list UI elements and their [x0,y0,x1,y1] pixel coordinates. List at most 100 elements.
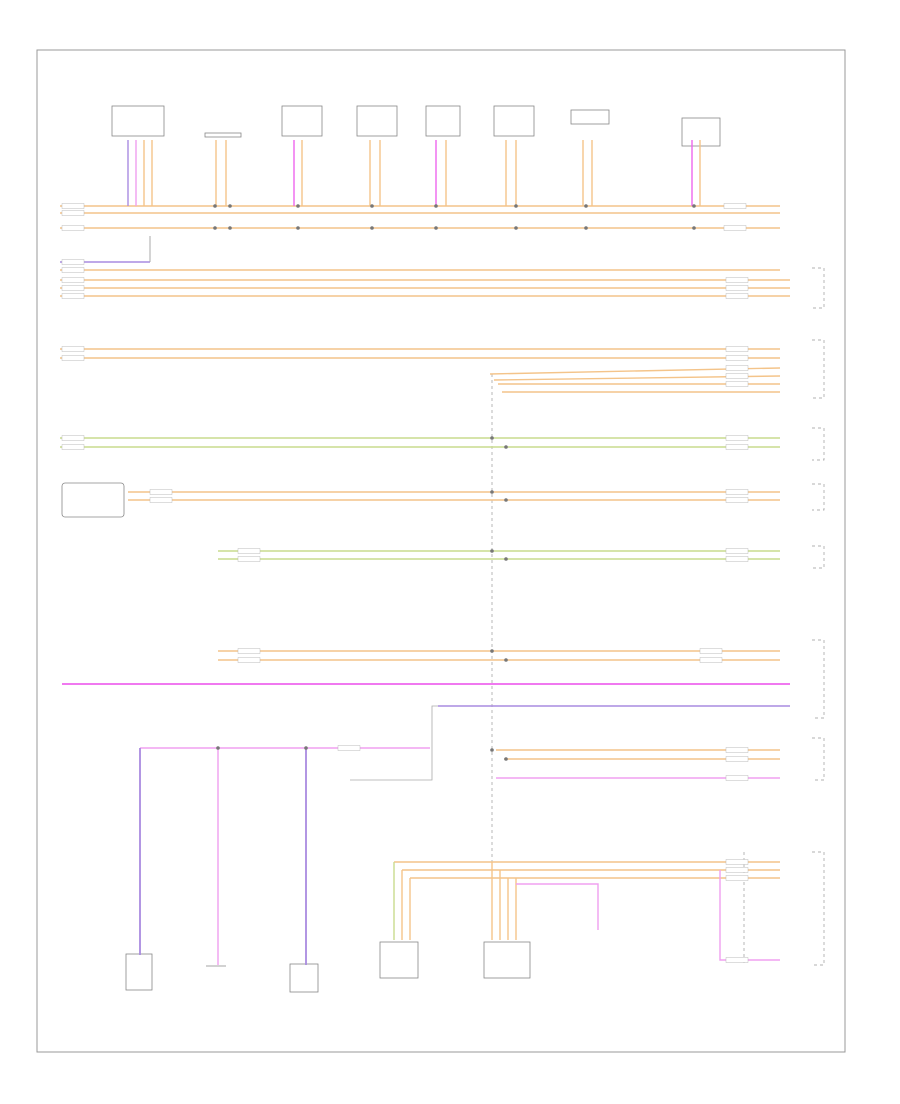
splice-nodes [213,204,696,761]
wire-tag [149,489,173,495]
bottom-component-4 [379,941,419,979]
top-component-6 [493,105,535,137]
splice-node [514,204,518,208]
wire-tag [725,355,749,361]
wire-tag [149,497,173,503]
splice-node [228,204,232,208]
wire-tag [61,225,85,231]
wire-tag [725,756,749,762]
wire-tag [725,444,749,450]
wire-tag [237,648,261,654]
splice-node [490,649,494,653]
right-connector-7 [812,737,825,781]
right-connector-8 [812,851,825,966]
wire-tag [725,381,749,387]
right-connector-6 [812,639,825,719]
top-component-3 [281,105,323,137]
wire-tag [725,859,749,865]
right-connector-1 [812,267,825,309]
wire-tag [725,373,749,379]
splice-node [514,226,518,230]
bottom-component-5 [483,941,531,979]
splice-node [296,226,300,230]
wires [60,140,790,965]
splice-node [296,204,300,208]
bottom-component-3 [289,963,319,993]
right-connector-5 [812,545,825,569]
wire-tag [61,285,85,291]
wire-tag [725,867,749,873]
wire-tag [61,355,85,361]
splice-node [584,226,588,230]
splice-node [213,226,217,230]
splice-node [692,226,696,230]
right-connector-4 [812,483,825,511]
splice-node [370,204,374,208]
wire-tag [725,365,749,371]
wire-tag [723,225,747,231]
splice-node [490,748,494,752]
splice-node [304,746,308,750]
wire-tag [61,346,85,352]
top-component-7 [570,109,610,125]
wire-tags [61,203,749,963]
splice-node [692,204,696,208]
splice-node [434,226,438,230]
splice-node [490,549,494,553]
wire-tag [337,745,361,751]
wire-tag [61,293,85,299]
wire-tag [61,444,85,450]
wire-44 [350,705,438,781]
wire-tag [725,346,749,352]
wire-tag [725,293,749,299]
wire-62 [516,883,599,930]
top-component-8 [681,117,721,147]
top-component-5 [425,105,461,137]
wire-tag [61,277,85,283]
splice-node [216,746,220,750]
splice-node [490,490,494,494]
splice-node [490,436,494,440]
right-connector-3 [812,427,825,461]
bottom-component-1 [125,953,153,991]
splice-node [504,557,508,561]
splice-node [213,204,217,208]
wire-tag [725,548,749,554]
wire-tag [725,775,749,781]
wire-tag [725,285,749,291]
right-connector-2 [812,339,825,399]
wire-tag [61,210,85,216]
wire-tag [725,497,749,503]
right-connectors [812,267,825,966]
splice-node [228,226,232,230]
splice-node [434,204,438,208]
wire-tag [61,267,85,273]
top-component-2 [204,132,242,138]
wire-tag [699,648,723,654]
wire-tag [237,548,261,554]
wire-tag [61,435,85,441]
splice-node [370,226,374,230]
wire-63 [719,870,780,961]
bottom-components [125,852,745,993]
wire-tag [725,435,749,441]
wire-tag [237,556,261,562]
wire-tag [725,489,749,495]
splice-node [504,757,508,761]
wire-tag [237,657,261,663]
left-module [61,482,125,518]
wire-tag [699,657,723,663]
wire-tag [725,747,749,753]
wire-tag [725,556,749,562]
diagram-frame [36,49,846,1053]
wire-tag [61,259,85,265]
splice-node [504,658,508,662]
wire-tag [725,277,749,283]
wire-tag [725,875,749,881]
wire-tag [725,957,749,963]
top-component-1 [111,105,165,137]
splice-node [584,204,588,208]
wire-tag [61,203,85,209]
